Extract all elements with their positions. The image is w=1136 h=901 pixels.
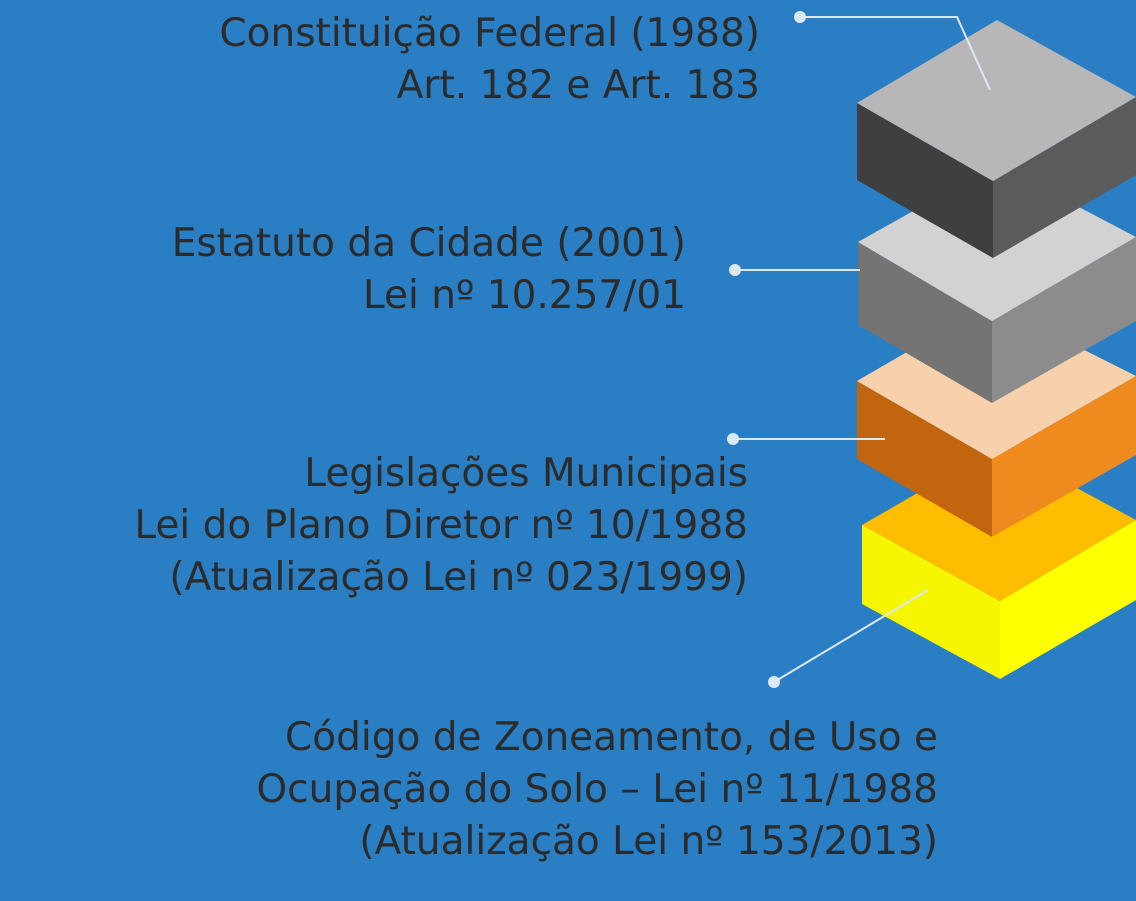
connector-dot-estatuto <box>729 264 741 276</box>
layer-codigo-left-face <box>862 525 1000 679</box>
label-legislacoes-line-2: Lei do Plano Diretor nº 10/1988 <box>134 503 748 548</box>
connector-estatuto <box>729 264 860 276</box>
layer-constituicao-left-face <box>857 103 993 258</box>
label-estatuto-line-1: Estatuto da Cidade (2001) <box>171 221 686 266</box>
layer-estatuto-right-face <box>992 237 1136 403</box>
layer-block-constituicao <box>857 20 1136 258</box>
label-constituicao-federal: Constituição Federal (1988) Art. 182 e A… <box>219 8 760 112</box>
label-constituicao-line-2: Art. 182 e Art. 183 <box>396 63 760 108</box>
layer-legislacoes-right-face <box>992 376 1136 537</box>
label-legislacoes-line-3: (Atualização Lei nº 023/1999) <box>169 555 748 600</box>
label-estatuto-line-2: Lei nº 10.257/01 <box>363 273 686 318</box>
connector-dot-legislacoes <box>727 433 739 445</box>
connector-codigo <box>768 589 929 688</box>
label-estatuto-da-cidade: Estatuto da Cidade (2001) Lei nº 10.257/… <box>172 218 686 322</box>
layer-legislacoes-left-face <box>857 381 992 537</box>
layer-constituicao-top-face <box>857 20 1136 181</box>
label-legislacoes-municipais: Legislações Municipais Lei do Plano Dire… <box>134 448 748 604</box>
connector-dot-codigo <box>768 676 780 688</box>
label-constituicao-line-1: Constituição Federal (1988) <box>219 11 760 56</box>
connector-constituicao <box>794 11 991 91</box>
layer-constituicao-right-face <box>993 97 1136 258</box>
label-codigo-line-1: Código de Zoneamento, de Uso e <box>285 715 938 760</box>
label-codigo-de-zoneamento: Código de Zoneamento, de Uso e Ocupação … <box>256 712 938 868</box>
layer-estatuto-left-face <box>858 242 992 403</box>
label-codigo-line-3: (Atualização Lei nº 153/2013) <box>359 819 938 864</box>
connector-legislacoes <box>727 433 885 445</box>
label-legislacoes-line-1: Legislações Municipais <box>304 451 748 496</box>
layer-codigo-right-face <box>1000 520 1136 679</box>
connector-dot-constituicao <box>794 11 806 23</box>
label-codigo-line-2: Ocupação do Solo – Lei nº 11/1988 <box>256 767 938 812</box>
